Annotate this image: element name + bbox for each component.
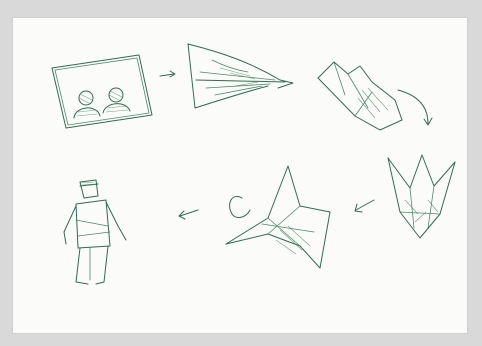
crown-fold-icon [388, 155, 455, 238]
bird-icon [226, 166, 330, 268]
arrow-right-icon [160, 71, 175, 77]
photo-icon [52, 55, 152, 128]
paper-plane-icon [188, 44, 293, 108]
person-icon [64, 180, 126, 284]
boat-icon [318, 62, 432, 130]
arrow-left-icon [355, 200, 374, 212]
arrow-left-icon [179, 210, 198, 219]
